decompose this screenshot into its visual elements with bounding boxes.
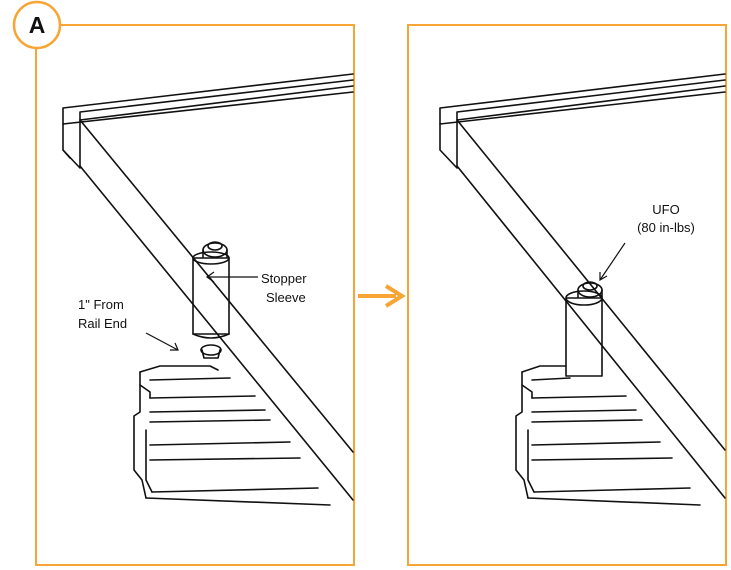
rail-end-distance-label-line2: Rail End xyxy=(78,316,127,331)
right-panel: UFO (80 in-lbs) xyxy=(407,24,727,566)
arrow-right-icon xyxy=(358,284,406,308)
stopper-sleeve-label-line2: Sleeve xyxy=(266,290,306,305)
ufo-label: UFO xyxy=(652,202,679,217)
rail-end-distance-label: 1" From xyxy=(78,297,124,312)
left-panel: Stopper Sleeve 1" From Rail End xyxy=(35,24,355,566)
ufo-torque-label: (80 in-lbs) xyxy=(637,220,695,235)
left-panel-frame xyxy=(35,24,355,566)
right-panel-frame xyxy=(407,24,727,566)
step-badge-label: A xyxy=(29,12,46,38)
step-badge: A xyxy=(12,0,62,50)
stopper-sleeve-label: Stopper xyxy=(261,271,307,286)
